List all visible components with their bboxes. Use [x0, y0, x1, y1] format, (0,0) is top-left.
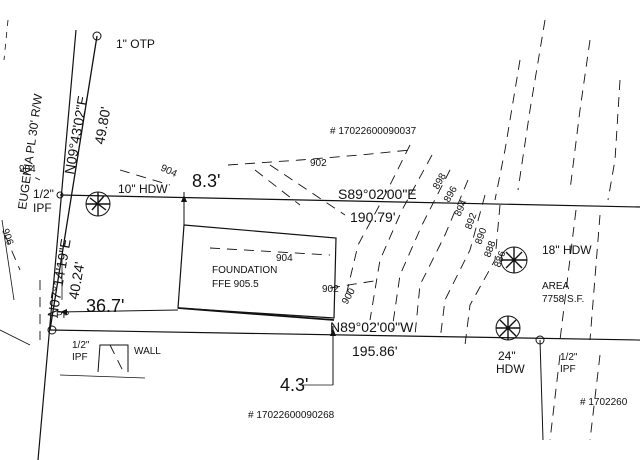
north-setback-label: 8.3': [192, 171, 220, 191]
contour-ne-2: [517, 19, 546, 191]
east-property-line: [539, 339, 544, 441]
contour-a: [254, 169, 301, 206]
contour-888: [464, 204, 501, 346]
tree-symbol-e: [500, 246, 528, 274]
tree-se-label-line2: HDW: [496, 362, 525, 376]
nw-pin-label: 1" OTP: [116, 37, 155, 51]
wall-label: WALL: [134, 346, 161, 357]
parcel-north-label: # 17022600090037: [330, 126, 417, 137]
se-pin-marker: [535, 335, 545, 345]
contour-902-f: [329, 279, 381, 289]
contour-b: [269, 164, 346, 216]
w-pin-label-line2: IPF: [33, 201, 52, 215]
south-setback-label: 4.3': [280, 375, 308, 395]
foundation-outline: [177, 224, 337, 319]
parcel-southeast-label: # 1702260: [580, 397, 628, 408]
west-segment-distance: 40.24': [65, 261, 87, 301]
contour-e-2: [589, 214, 601, 341]
foundation-ffe-label: FFE 905.5: [212, 279, 259, 290]
area-label-line1: AREA: [542, 281, 570, 292]
north-property-line: [59, 194, 640, 208]
south-line-bearing: N89°02'00"W: [330, 319, 414, 335]
power-pole-label: PP: [56, 310, 70, 321]
contour-902-north: [227, 149, 411, 166]
contour-label-904-nw: 904: [159, 163, 179, 180]
se-pin-label-line1: 1/2": [560, 352, 578, 363]
w-pin-label-line1: 1/2": [33, 187, 54, 201]
w-pin-marker: [56, 191, 64, 199]
south-setback-arrow: [330, 328, 336, 336]
contour-label-900: 900: [340, 286, 358, 306]
contour-label-898: 898: [431, 171, 449, 191]
street-curb-south: [0, 329, 31, 346]
north-line-distance: 190.79': [350, 209, 396, 225]
contour-898: [344, 144, 411, 301]
foundation-label: FOUNDATION: [212, 265, 277, 276]
west-setback-dim: [57, 309, 179, 313]
wall-outline: [97, 344, 129, 373]
se-pin-label-line2: IPF: [560, 364, 576, 375]
parcel-south-label: # 17022600090268: [248, 410, 335, 421]
contour-906: [4, 234, 21, 271]
tree-se-label-line1: 24": [498, 349, 516, 363]
sw-pin-marker: [47, 325, 57, 335]
tree-symbol-nw: [85, 191, 111, 217]
south-line-distance: 195.86': [352, 343, 398, 359]
contour-904-w: [119, 169, 171, 186]
contour-se-2: [589, 354, 601, 441]
west-setback-arrow: [60, 309, 67, 315]
tree-e-label: 18" HDW: [542, 243, 592, 257]
contour-se-1: [549, 354, 561, 441]
north-segment-bearing: N09°43'02"E: [61, 95, 91, 176]
contour-896: [369, 154, 433, 321]
sw-pin-label-line2: IPF: [72, 352, 88, 363]
west-setback-label: 36.7': [86, 296, 124, 316]
west-property-line: [49, 35, 98, 331]
contour-label-902-f: 902: [322, 284, 339, 295]
north-setback-arrow: [181, 195, 187, 202]
contour-label-904-f: 904: [276, 253, 293, 264]
row-line-east: [37, 29, 77, 460]
south-property-line: [49, 329, 640, 341]
contour-label-902-north: 902: [310, 158, 327, 169]
contour-ne-4: [607, 79, 621, 201]
contour-label-904-street: 904: [19, 164, 36, 175]
contour-892: [414, 179, 469, 336]
north-line-bearing: S89°02'00"E: [338, 186, 417, 202]
sw-pin-label-line1: 1/2": [72, 340, 90, 351]
contour-lines: [4, 19, 621, 441]
curb-line: [1, 219, 15, 301]
contour-904-street: [19, 169, 41, 181]
tree-nw-label: 10" HDW: [118, 182, 168, 196]
contour-e-1: [559, 209, 577, 341]
contour-label-892: 892: [463, 211, 479, 231]
contour-ne-1: [494, 59, 521, 201]
contour-label-906: 906: [0, 227, 15, 247]
contour-ne-3: [569, 39, 591, 191]
contour-894: [391, 169, 451, 331]
north-segment-distance: 49.80': [91, 106, 113, 146]
wall-base: [59, 374, 146, 379]
area-label-line2: 7758 S.F.: [542, 294, 584, 305]
foundation-south-wall: [177, 307, 335, 321]
contour-wall-area: [109, 344, 126, 376]
tree-symbol-se: [495, 315, 521, 341]
nw-pin-marker: [92, 31, 102, 41]
contour-904-f: [209, 247, 331, 256]
row-line-west: [3, 19, 9, 61]
